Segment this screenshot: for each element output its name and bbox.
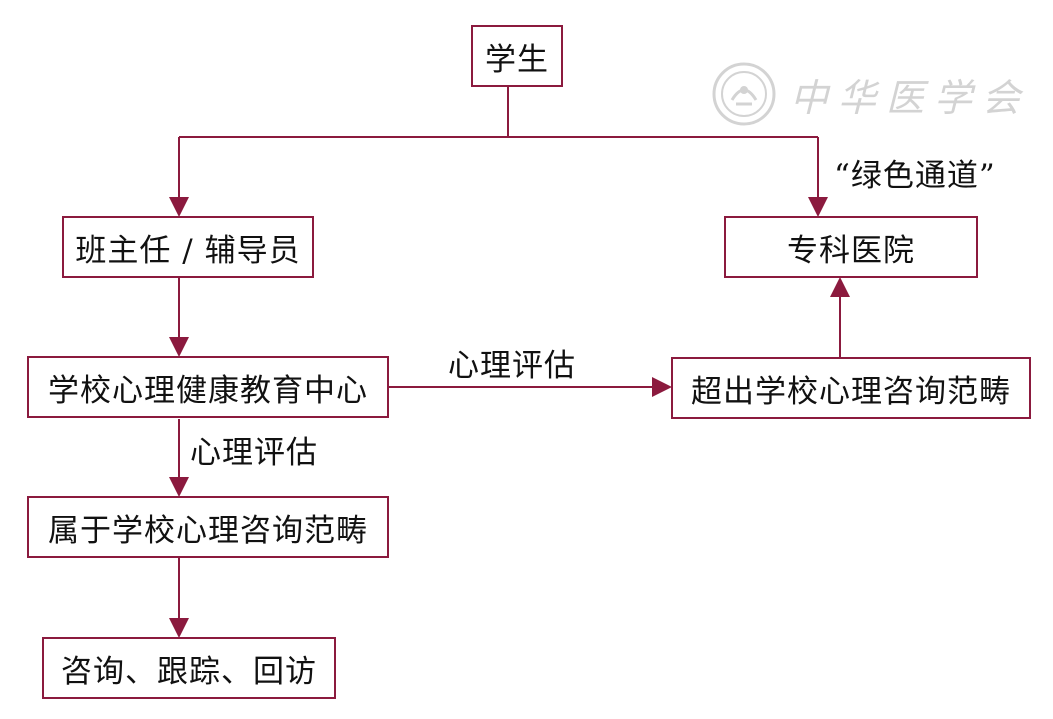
- node-within: 属于学校心理咨询范畴: [27, 496, 389, 558]
- node-beyond: 超出学校心理咨询范畴: [671, 357, 1031, 419]
- node-within-label: 属于学校心理咨询范畴: [48, 512, 368, 549]
- edge-label-assessment-right: 心理评估: [448, 348, 576, 384]
- node-hospital: 专科医院: [724, 216, 978, 278]
- node-teacher: 班主任 / 辅导员: [62, 216, 314, 278]
- watermark-text: 中华医学会: [790, 75, 1031, 120]
- node-teacher-label: 班主任 / 辅导员: [75, 232, 301, 269]
- node-followup: 咨询、跟踪、回访: [42, 637, 336, 699]
- society-seal-icon: [712, 62, 776, 126]
- node-followup-label: 咨询、跟踪、回访: [61, 653, 317, 690]
- edge-label-assessment-down: 心理评估: [190, 435, 318, 471]
- watermark: 中华医学会: [712, 62, 1030, 126]
- node-center-label: 学校心理健康教育中心: [48, 372, 368, 409]
- node-hospital-label: 专科医院: [787, 232, 915, 269]
- edge-label-green-channel: “绿色通道”: [834, 158, 996, 194]
- node-student-label: 学生: [485, 41, 549, 78]
- node-student: 学生: [471, 25, 563, 87]
- node-center: 学校心理健康教育中心: [27, 356, 389, 418]
- node-beyond-label: 超出学校心理咨询范畴: [691, 373, 1011, 410]
